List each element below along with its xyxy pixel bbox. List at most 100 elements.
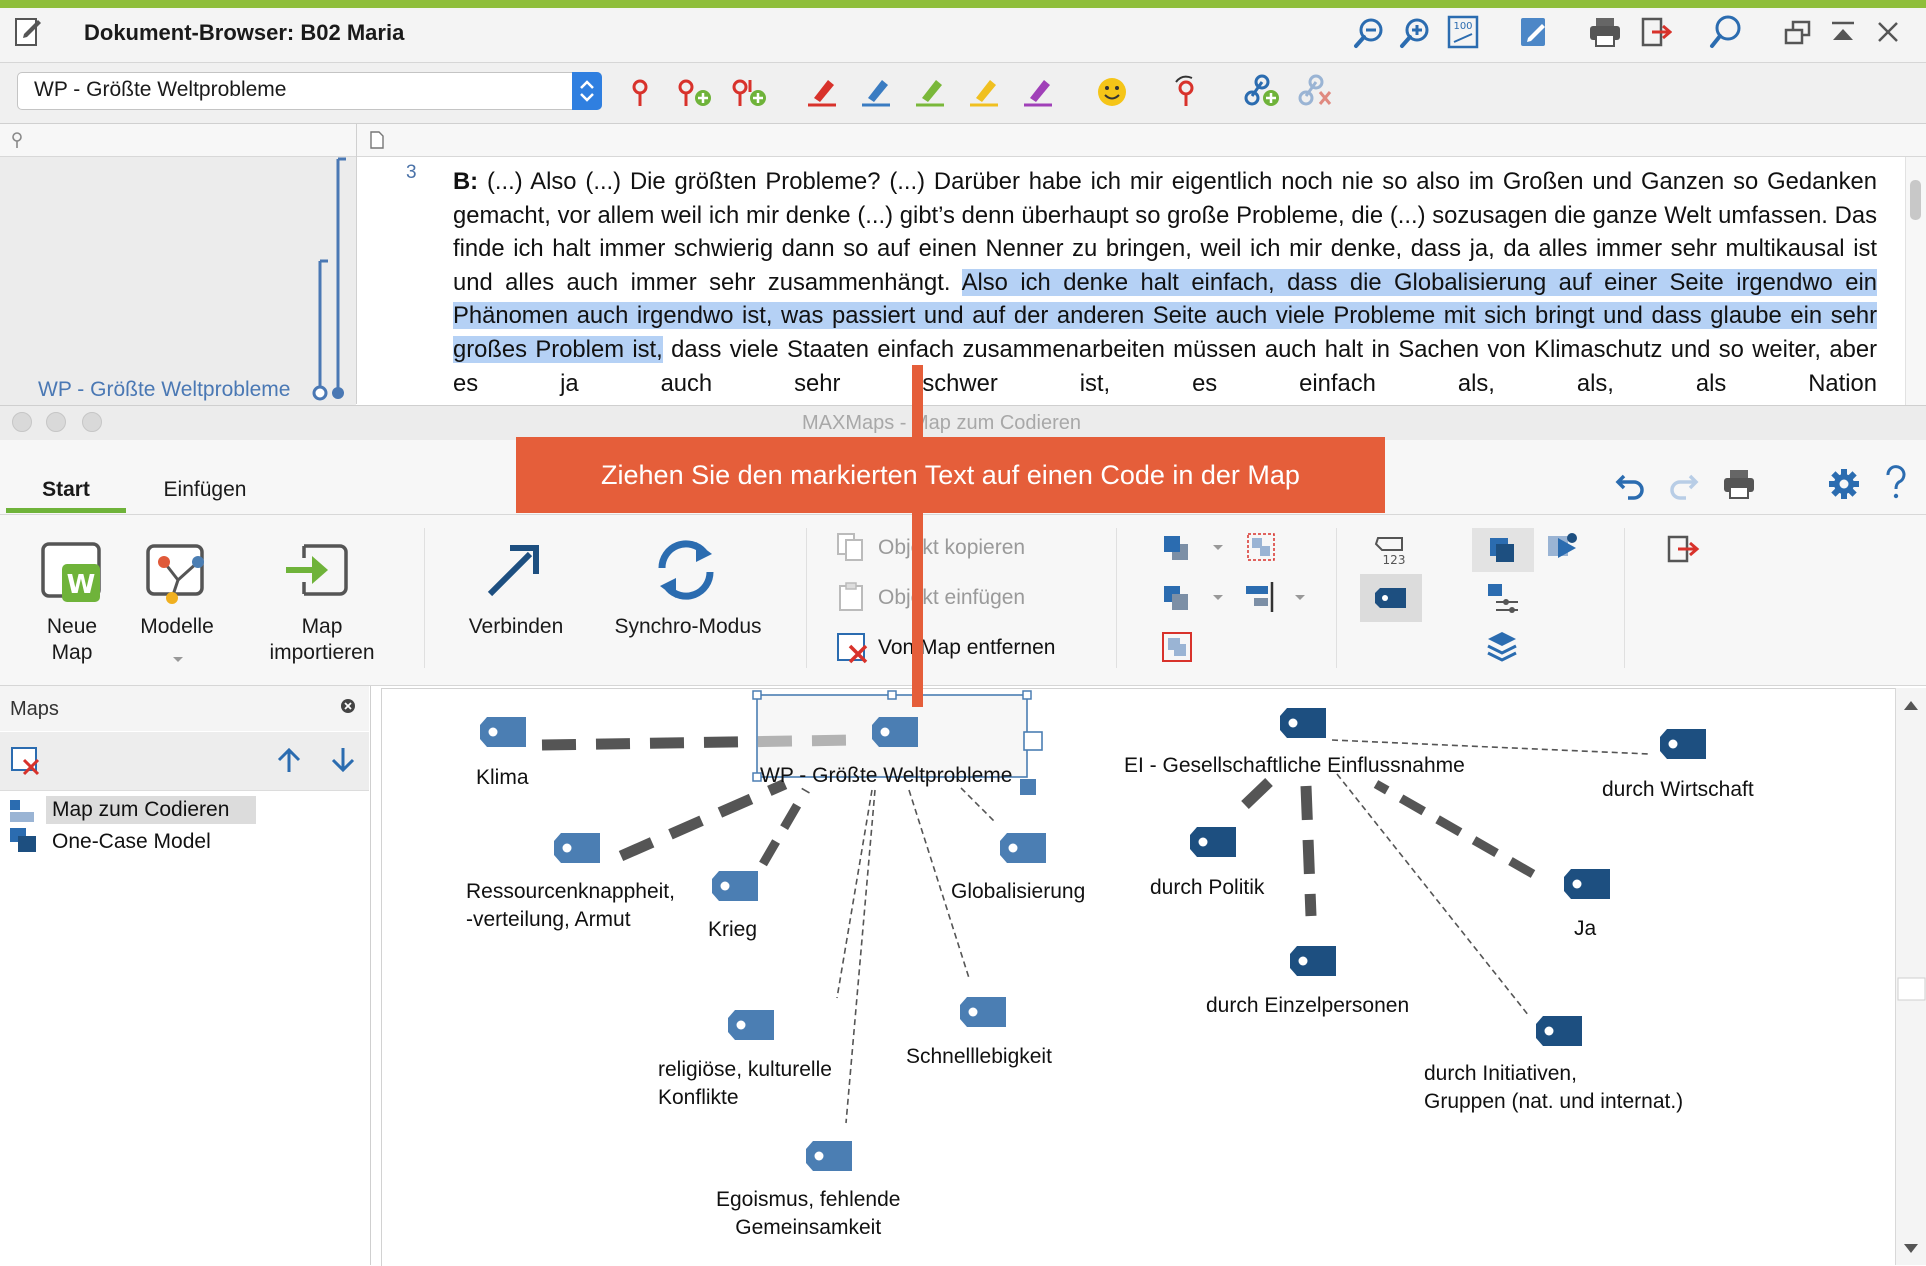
settings-gear-icon[interactable] [1828, 468, 1860, 500]
code-tag-icon[interactable] [998, 831, 1048, 865]
document-scrollbar-thumb[interactable] [1910, 180, 1921, 220]
code-tag-icon[interactable] [1288, 944, 1338, 978]
code-tag-icon[interactable] [1278, 706, 1328, 740]
code-tag-icon[interactable] [870, 715, 920, 749]
window-minimize-button[interactable] [46, 412, 66, 432]
chevron-down-icon[interactable] [1294, 594, 1306, 602]
map-node-label-ei[interactable]: EI - Gesellschaftliche Einflussnahme [1124, 754, 1465, 777]
code-tag-icon[interactable] [710, 869, 760, 903]
import-map-button[interactable]: Map importieren [269, 615, 375, 664]
import-map-icon[interactable] [284, 544, 348, 600]
numbered-tag-icon[interactable]: 123 [1372, 534, 1408, 566]
chevron-down-icon[interactable] [1212, 544, 1224, 552]
map-node-label-wirtschaft[interactable]: durch Wirtschaft [1602, 778, 1754, 801]
models-button[interactable]: Modelle [140, 615, 214, 638]
window-close-button[interactable] [12, 412, 32, 432]
map-node-label-wp[interactable]: WP - Größte Weltprobleme [760, 764, 1013, 787]
code-icon[interactable] [628, 76, 652, 108]
send-to-back-icon[interactable] [1160, 582, 1192, 614]
remove-from-map-icon[interactable] [836, 632, 868, 664]
coding-stripes[interactable] [310, 155, 350, 405]
map-node-label-globalisierung[interactable]: Globalisierung [951, 880, 1086, 903]
chevron-up-down-icon[interactable] [572, 72, 602, 110]
close-panel-icon[interactable] [340, 698, 356, 714]
coded-segment-label[interactable]: WP - Größte Weltprobleme [38, 378, 291, 401]
undo-icon[interactable] [1614, 470, 1646, 500]
document-paragraph[interactable]: B: (...) Also (...) Die größten Probleme… [453, 165, 1877, 400]
emoticon-icon[interactable] [1096, 76, 1128, 108]
zoom-out-icon[interactable] [1352, 16, 1386, 50]
map-node-label-egoismus[interactable]: Egoismus, fehlende Gemeinsamkeit [716, 1188, 901, 1239]
remove-link-icon[interactable] [1298, 74, 1334, 108]
exit-map-icon[interactable] [1666, 534, 1700, 564]
code-tag-icon[interactable] [552, 831, 602, 865]
sync-mode-icon[interactable] [652, 538, 720, 602]
connect-arrow-icon[interactable] [484, 540, 544, 600]
map-canvas-scrollbar[interactable] [1895, 688, 1926, 1265]
map-node-label-initiativen[interactable]: durch Initiativen, Gruppen (nat. und int… [1424, 1062, 1684, 1113]
remove-from-map-button[interactable]: Von Map entfernen [878, 636, 1056, 659]
redo-icon[interactable] [1668, 470, 1700, 500]
help-icon[interactable] [1884, 464, 1908, 502]
code-tag-icon[interactable] [1658, 727, 1708, 761]
document-scrollbar[interactable] [1905, 157, 1926, 405]
window-zoom-button[interactable] [82, 412, 102, 432]
present-icon[interactable] [1546, 530, 1580, 564]
chevron-down-icon[interactable] [1212, 594, 1224, 602]
close-window-icon[interactable] [1876, 20, 1900, 44]
map-node-label-schnelllebigkeit[interactable]: Schnelllebigkeit [906, 1045, 1052, 1068]
undock-window-icon[interactable] [1784, 20, 1812, 46]
add-link-icon[interactable] [1244, 74, 1280, 108]
highlighter-green-icon[interactable] [914, 74, 948, 108]
edit-document-icon[interactable] [1518, 14, 1550, 50]
map-node-label-ressourcen[interactable]: Ressourcenknappheit, -verteilung, Armut [466, 880, 675, 931]
align-objects-icon[interactable] [1244, 530, 1278, 564]
code-tag-icon[interactable] [804, 1139, 854, 1173]
group-objects-icon[interactable] [1160, 630, 1194, 664]
highlighter-blue-icon[interactable] [860, 74, 894, 108]
properties-sliders-icon[interactable] [1486, 582, 1520, 614]
new-map-button[interactable]: Neue Map [46, 615, 98, 664]
map-node-label-klima[interactable]: Klima [476, 766, 529, 789]
code-in-vivo-icon[interactable] [730, 76, 768, 108]
map-print-icon[interactable] [1722, 468, 1756, 500]
highlighter-yellow-icon[interactable] [968, 74, 1002, 108]
tab-einfuegen[interactable]: Einfügen [163, 478, 247, 501]
search-icon[interactable] [1708, 14, 1742, 50]
code-tag-icon[interactable] [1562, 867, 1612, 901]
connect-button[interactable]: Verbinden [468, 615, 564, 638]
undo-coding-icon[interactable] [1172, 74, 1202, 108]
code-tag-icon[interactable] [726, 1008, 776, 1042]
map-list-item-one-case-model[interactable]: One-Case Model [52, 830, 211, 853]
layers-icon[interactable] [1486, 630, 1518, 664]
new-map-icon[interactable]: W [40, 542, 104, 604]
align-right-icon[interactable] [1244, 580, 1278, 614]
code-tag-icon[interactable] [1534, 1014, 1584, 1048]
sync-mode-button[interactable]: Synchro-Modus [614, 615, 762, 638]
map-node-label-krieg[interactable]: Krieg [708, 918, 758, 941]
map-node-label-politik[interactable]: durch Politik [1150, 876, 1265, 899]
arrow-up-icon[interactable] [276, 746, 302, 774]
bring-to-front-icon[interactable] [1160, 532, 1192, 564]
map-list-item-map-zum-codieren[interactable]: Map zum Codieren [52, 798, 230, 821]
map-canvas[interactable] [381, 688, 1902, 1266]
models-icon[interactable] [146, 544, 210, 606]
export-icon[interactable] [1640, 16, 1672, 48]
zoom-100-icon[interactable]: 100 [1446, 14, 1480, 50]
collapse-window-icon[interactable] [1830, 20, 1856, 44]
chevron-down-icon[interactable] [172, 656, 184, 664]
highlighter-red-icon[interactable] [806, 74, 840, 108]
map-node-label-ja[interactable]: Ja [1574, 917, 1597, 940]
code-select-dropdown[interactable] [17, 72, 602, 110]
code-new-icon[interactable] [676, 76, 714, 108]
code-tag-icon[interactable] [478, 715, 528, 749]
arrow-down-icon[interactable] [330, 746, 356, 774]
code-tag-icon[interactable] [958, 995, 1008, 1029]
zoom-in-icon[interactable] [1398, 16, 1432, 50]
tab-start[interactable]: Start [42, 478, 90, 501]
map-node-label-religioese[interactable]: religiöse, kulturelle Konflikte [658, 1058, 832, 1109]
code-tag-icon[interactable] [1188, 825, 1238, 859]
print-icon[interactable] [1588, 16, 1622, 48]
delete-map-icon[interactable] [10, 746, 42, 776]
highlighter-purple-icon[interactable] [1022, 74, 1056, 108]
